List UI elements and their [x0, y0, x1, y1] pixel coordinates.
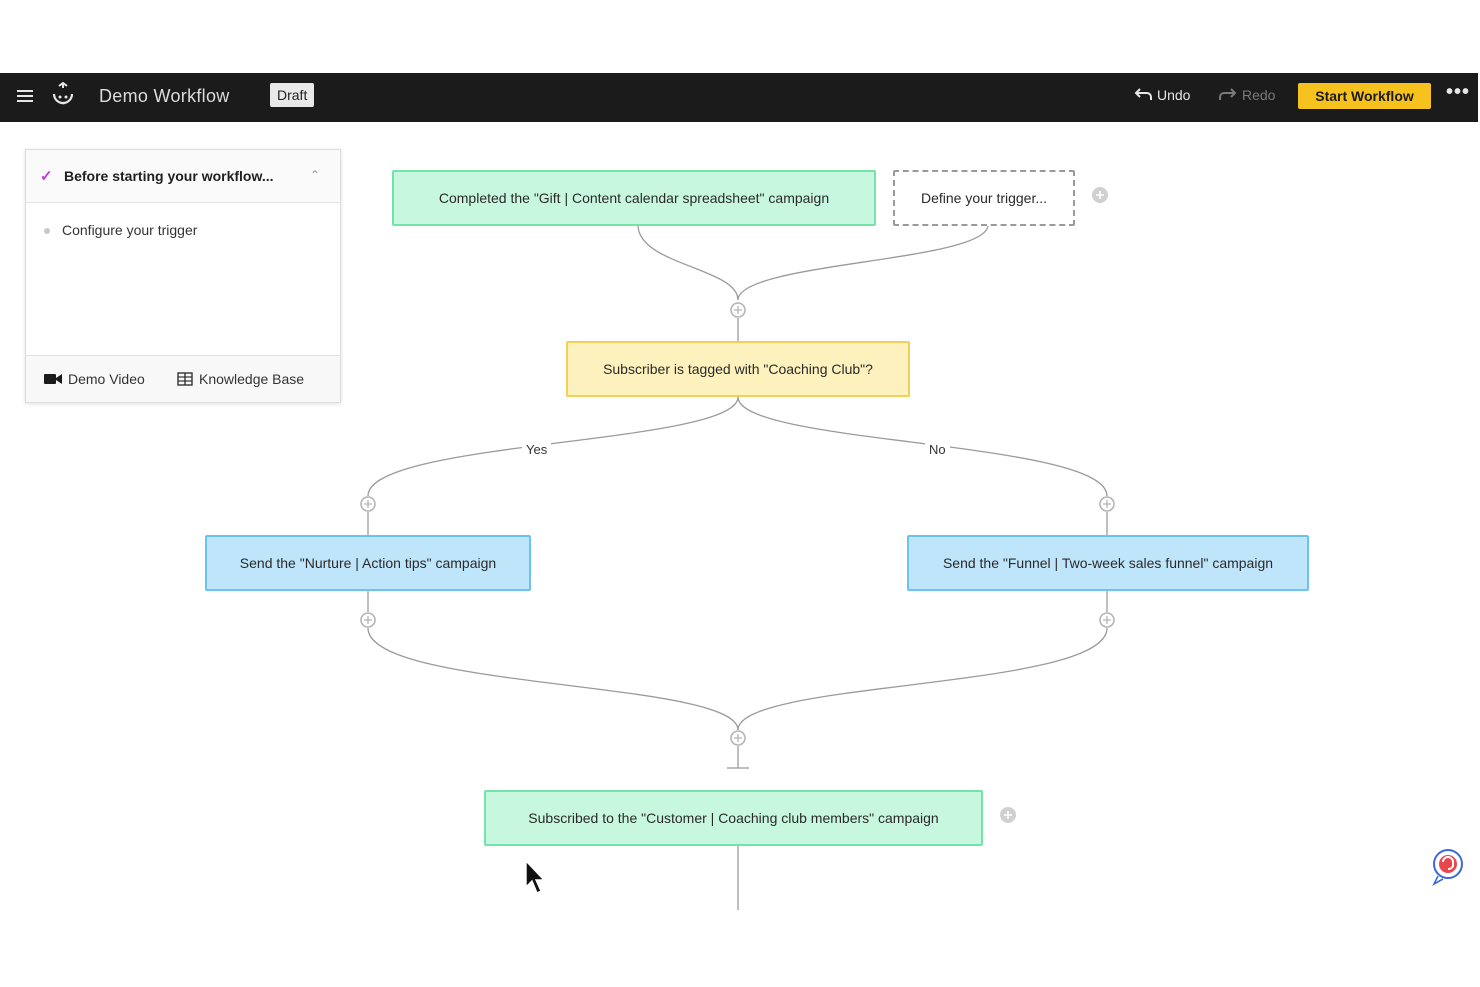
checklist-panel: ✓ Before starting your workflow... ⌃ Con…	[25, 149, 341, 403]
knowledge-base-label: Knowledge Base	[199, 371, 305, 387]
convertkit-logo-icon[interactable]	[50, 80, 76, 112]
action-node-no-label: Send the "Funnel | Two-week sales funnel…	[942, 555, 1274, 571]
connector-trigger2-merge	[737, 224, 989, 301]
trigger-node[interactable]: Completed the "Gift | Content calendar s…	[392, 170, 876, 226]
workflow-title[interactable]: Demo Workflow	[99, 86, 230, 106]
condition-node[interactable]: Subscriber is tagged with "Coaching Club…	[566, 341, 910, 397]
condition-node-label: Subscriber is tagged with "Coaching Club…	[603, 361, 873, 377]
chevron-up-icon[interactable]: ⌃	[309, 168, 320, 182]
connector-no-join	[737, 627, 1108, 731]
checklist-footer: Demo Video Knowledge Base	[26, 355, 340, 402]
knowledge-base-link[interactable]: Knowledge Base	[177, 371, 304, 387]
checklist-item[interactable]: Configure your trigger	[44, 222, 197, 238]
more-options-icon[interactable]: •••	[1446, 81, 1471, 103]
connector-condition-yes	[367, 396, 739, 497]
connector-yes-join	[367, 627, 739, 731]
connector-trigger1-merge	[637, 224, 739, 301]
video-camera-icon	[44, 374, 62, 384]
undo-button[interactable]: Undo	[1133, 87, 1190, 103]
define-trigger-node[interactable]: Define your trigger...	[893, 170, 1075, 226]
demo-video-link[interactable]: Demo Video	[44, 371, 145, 387]
status-badge: Draft	[270, 83, 315, 107]
grid-book-icon	[177, 372, 193, 386]
start-workflow-button[interactable]: Start Workflow	[1298, 83, 1431, 109]
define-trigger-label: Define your trigger...	[920, 190, 1048, 206]
action-node-yes-label: Send the "Nurture | Action tips" campaig…	[239, 555, 497, 571]
checklist-item-label: Configure your trigger	[62, 222, 198, 238]
checkmark-icon: ✓	[40, 168, 53, 185]
top-bar: Demo Workflow Draft Undo Redo Start Work…	[0, 73, 1478, 122]
hamburger-icon[interactable]	[16, 87, 34, 105]
checklist-header[interactable]: ✓ Before starting your workflow... ⌃	[26, 150, 340, 203]
branch-label-yes: Yes	[522, 442, 552, 457]
branch-label-no: No	[925, 442, 950, 457]
redo-arrow-icon	[1219, 88, 1237, 100]
help-chat-icon[interactable]	[1430, 848, 1466, 888]
undo-label: Undo	[1157, 87, 1191, 103]
bullet-icon	[44, 228, 50, 235]
trigger-node-label: Completed the "Gift | Content calendar s…	[438, 190, 830, 206]
action-node-no[interactable]: Send the "Funnel | Two-week sales funnel…	[907, 535, 1309, 591]
demo-video-label: Demo Video	[68, 371, 145, 387]
undo-arrow-icon	[1134, 88, 1152, 100]
checklist-title: Before starting your workflow...	[64, 168, 274, 184]
connector-condition-no	[737, 396, 1108, 497]
final-event-label: Subscribed to the "Customer | Coaching c…	[528, 810, 939, 826]
mouse-cursor-icon	[525, 860, 546, 894]
action-node-yes[interactable]: Send the "Nurture | Action tips" campaig…	[205, 535, 531, 591]
redo-label: Redo	[1242, 87, 1276, 103]
redo-button[interactable]: Redo	[1218, 87, 1275, 103]
final-event-node[interactable]: Subscribed to the "Customer | Coaching c…	[484, 790, 983, 846]
